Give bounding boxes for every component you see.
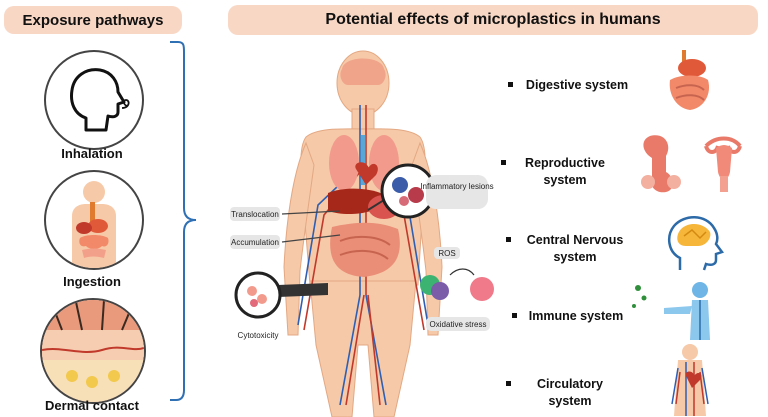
inflammatory-label: Inflammatory lesions bbox=[420, 182, 493, 191]
accumulation-label: Accumulation bbox=[231, 238, 279, 247]
pathway-label-inhalation: Inhalation bbox=[61, 146, 123, 161]
reproductive-system-icon bbox=[641, 135, 742, 193]
pathways-brace bbox=[170, 41, 197, 401]
cytotoxicity-label: Cytotoxicity bbox=[238, 331, 279, 340]
immune-system-icon bbox=[632, 282, 710, 340]
human-body-diagram: Inflammatory lesions Translocation Accum… bbox=[230, 50, 494, 417]
pathway-label-ingestion: Ingestion bbox=[63, 274, 121, 289]
circulatory-system-icon bbox=[671, 344, 709, 416]
effects-header: Potential effects of microplastics in hu… bbox=[228, 5, 758, 35]
translocation-label: Translocation bbox=[231, 210, 279, 219]
system-digestive: Digestive system bbox=[508, 77, 632, 94]
oxidative-stress-label: Oxidative stress bbox=[430, 320, 487, 329]
skin-layers-icon bbox=[40, 298, 146, 404]
exposure-pathways-header: Exposure pathways bbox=[4, 6, 182, 34]
head-breathing-icon bbox=[44, 50, 144, 150]
system-immune: Immune system bbox=[512, 308, 626, 325]
digestive-torso-icon bbox=[44, 170, 144, 270]
nervous-system-icon bbox=[667, 216, 724, 271]
cytotoxicity-zoom-icon bbox=[234, 271, 282, 319]
digestive-system-icon bbox=[669, 50, 710, 110]
ros-label: ROS bbox=[438, 249, 455, 258]
pathway-label-dermal-contact: Dermal contact bbox=[45, 398, 139, 413]
